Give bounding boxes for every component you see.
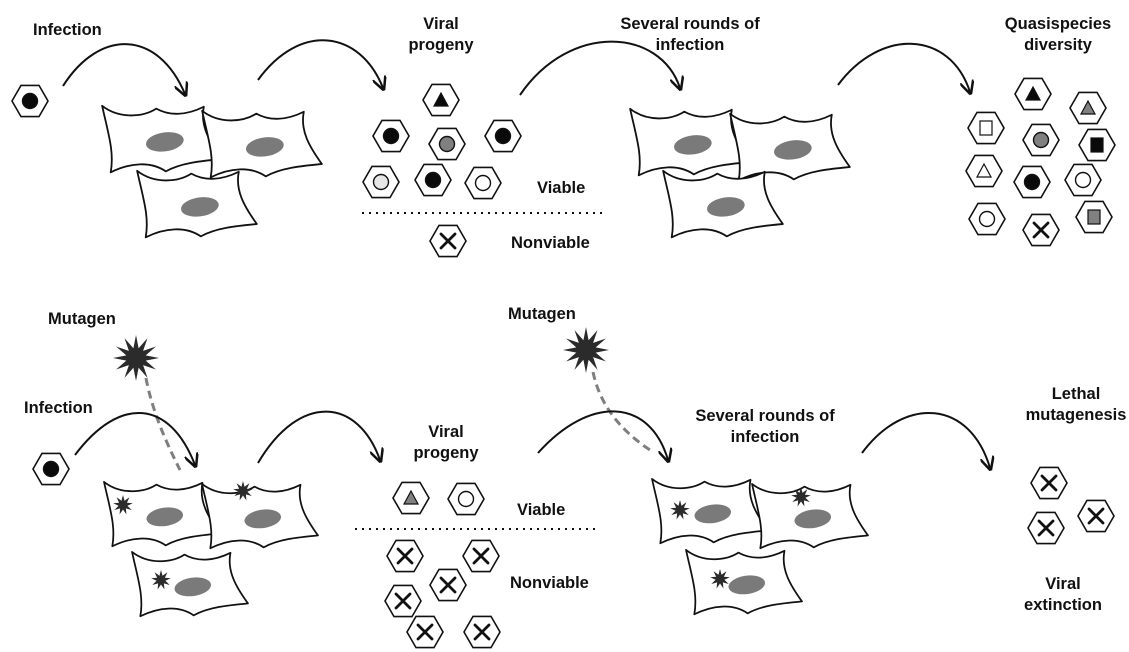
genome-white-circle-icon — [459, 492, 474, 507]
infection-label-bottom: Infection — [24, 398, 93, 419]
virion-icon — [1023, 124, 1059, 155]
genome-black-circle-icon — [1025, 175, 1040, 190]
mutagen-path-left — [146, 378, 180, 470]
virion-icon — [430, 225, 466, 256]
virion-icon — [430, 569, 466, 600]
genome-gray-circle-icon — [440, 137, 455, 152]
virion-icon — [429, 128, 465, 159]
virion-icon — [1079, 129, 1115, 160]
mutagen-star-icon — [563, 327, 609, 373]
quasispecies-diversity-label: Quasispecies diversity — [1005, 14, 1111, 56]
input-virion-icon-bottom — [33, 453, 69, 484]
genome-gray-circle-icon — [1034, 133, 1049, 148]
infected-cell-icon — [652, 479, 768, 543]
several-rounds-label-top: Several rounds of infection — [620, 14, 759, 56]
infection-arrow-top — [63, 44, 185, 94]
genome-gray-square-icon — [1088, 210, 1100, 224]
infected-cell-icon — [686, 550, 802, 614]
infection-arrow-bottom — [75, 413, 195, 465]
virion-icon — [393, 482, 429, 513]
virion-icon — [1076, 201, 1112, 232]
virion-icon — [966, 155, 1002, 186]
viral-progeny-label-top: Viral progeny — [408, 14, 473, 56]
host-cell-icon — [202, 111, 322, 178]
genome-white-circle-icon — [1076, 173, 1091, 188]
virion-icon — [387, 540, 423, 571]
virion-icon — [969, 203, 1005, 234]
infected-cell-icon — [752, 484, 868, 548]
virion-icon — [485, 120, 521, 151]
virion-icon — [1015, 78, 1051, 109]
infected-cell-icon — [202, 484, 318, 548]
host-cell-icon — [663, 171, 783, 238]
genome-black-circle-icon — [496, 129, 511, 144]
virion-icon — [385, 585, 421, 616]
genome-white-square-icon — [980, 121, 992, 135]
genome-light-circle-icon — [374, 175, 389, 190]
viable-label-bottom: Viable — [517, 500, 565, 521]
virion-icon — [448, 483, 484, 514]
mutagen-path-right — [593, 372, 650, 450]
nonviable-label-bottom: Nonviable — [510, 573, 589, 594]
virion-icon — [407, 616, 443, 647]
progeny-arrow-bottom — [258, 412, 380, 463]
nonviable-label-top: Nonviable — [511, 233, 590, 254]
genome-white-circle-icon — [476, 176, 491, 191]
mutagen-star-icon — [113, 335, 159, 381]
virion-icon — [373, 120, 409, 151]
progeny-arrow-top — [258, 40, 383, 88]
virion-icon — [423, 84, 459, 115]
extinction-arrow-bottom — [862, 413, 990, 468]
infection-label-top: Infection — [33, 20, 102, 41]
virion-icon — [1031, 467, 1067, 498]
input-virion-icon-top — [12, 85, 48, 116]
diversity-arrow-top — [838, 44, 970, 92]
genome-black-circle-icon — [23, 94, 38, 109]
virion-icon — [1014, 166, 1050, 197]
mutagen-label-right: Mutagen — [508, 304, 576, 325]
infected-cell-icon — [104, 482, 220, 546]
viral-extinction-label: Viral extinction — [1024, 574, 1102, 616]
virion-icon — [415, 164, 451, 195]
genome-black-circle-icon — [426, 173, 441, 188]
virion-icon — [464, 616, 500, 647]
genome-black-square-icon — [1091, 138, 1103, 152]
infected-cell-icon — [132, 552, 248, 616]
virion-icon — [1078, 500, 1114, 531]
viable-label-top: Viable — [537, 178, 585, 199]
rounds-arrow-bottom — [538, 411, 668, 460]
virion-icon — [363, 166, 399, 197]
genome-white-circle-icon — [980, 212, 995, 227]
virion-icon — [968, 112, 1004, 143]
genome-black-circle-icon — [44, 462, 59, 477]
viral-progeny-label-bottom: Viral progeny — [413, 422, 478, 464]
virion-icon — [1028, 512, 1064, 543]
virion-icon — [1023, 214, 1059, 245]
mutagen-label-left: Mutagen — [48, 309, 116, 330]
host-cell-icon — [730, 114, 850, 181]
lethal-mutagenesis-label: Lethal mutagenesis — [1026, 384, 1127, 426]
several-rounds-label-bottom: Several rounds of infection — [695, 406, 834, 448]
virion-icon — [463, 540, 499, 571]
host-cell-icon — [137, 171, 257, 238]
virion-icon — [1065, 164, 1101, 195]
genome-black-circle-icon — [384, 129, 399, 144]
virion-icon — [1070, 92, 1106, 123]
virion-icon — [465, 167, 501, 198]
